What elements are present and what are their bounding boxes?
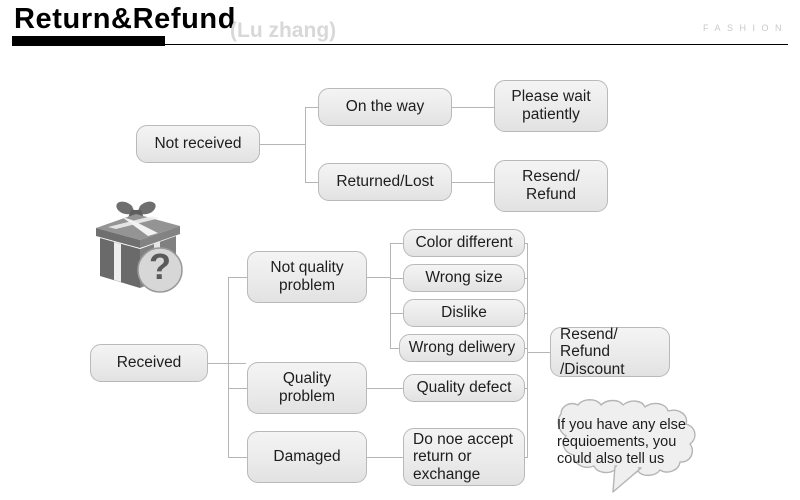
header-divider-block: [12, 36, 165, 46]
node-do-not-accept-return[interactable]: Do noe accept return or exchange: [403, 428, 525, 486]
page-subtitle: (Lu zhang): [230, 19, 337, 42]
connector-received-branch-3: [228, 457, 247, 458]
connector-on-the-way-outcome: [452, 107, 494, 108]
connector-not-received-branch-2: [305, 182, 318, 183]
node-wrong-deliwery[interactable]: Wrong deliwery: [399, 334, 525, 362]
connector-received-branch-1: [228, 277, 247, 278]
connector-received-stem: [208, 363, 246, 364]
node-resend-refund[interactable]: Resend/ Refund: [494, 160, 608, 212]
connector-outcome-tap-dislike: [525, 313, 528, 314]
node-on-the-way[interactable]: On the way: [318, 88, 452, 126]
connector-damaged-policy: [367, 457, 403, 458]
svg-text:?: ?: [149, 246, 171, 287]
note-speech-bubble: If you have any else requioements, you c…: [543, 398, 709, 494]
connector-outcome-tap-damaged: [525, 457, 528, 458]
node-resend-refund-discount[interactable]: Resend/ Refund /Discount: [550, 326, 670, 378]
node-received[interactable]: Received: [90, 344, 208, 382]
connector-not-quality-stem: [367, 277, 390, 278]
node-not-quality-problem[interactable]: Not quality problem: [247, 251, 367, 303]
node-quality-problem[interactable]: Quality problem: [247, 362, 367, 414]
node-dislike[interactable]: Dislike: [403, 299, 525, 327]
connector-outcome-tap-quality-defect: [525, 388, 528, 389]
node-quality-defect[interactable]: Quality defect: [403, 374, 525, 402]
connector-reason-wrong-deliwery: [390, 348, 403, 349]
node-damaged[interactable]: Damaged: [247, 431, 367, 483]
connector-not-received-stem: [260, 144, 305, 145]
node-not-received[interactable]: Not received: [136, 125, 260, 163]
page-title: Return&Refund: [14, 3, 237, 35]
brand-label: FASHION: [702, 23, 788, 33]
connector-not-received-spine: [305, 107, 306, 182]
connector-reason-wrong-size: [390, 278, 403, 279]
note-text: If you have any else requioements, you c…: [557, 417, 686, 467]
connector-outcome-tap-wrong-size: [525, 278, 528, 279]
connector-received-branch-2: [228, 388, 247, 389]
connector-quality-defect: [367, 388, 403, 389]
node-returned-lost[interactable]: Returned/Lost: [318, 163, 452, 201]
connector-reason-color-different: [390, 243, 403, 244]
connector-outcome-stem: [527, 352, 550, 353]
connector-outcome-spine: [527, 243, 528, 457]
connector-received-spine: [228, 277, 229, 457]
node-please-wait-patiently[interactable]: Please wait patiently: [494, 80, 608, 132]
connector-outcome-tap-color-different: [525, 243, 528, 244]
page-header: Return&Refund (Lu zhang) FASHION: [0, 0, 800, 58]
connector-reason-dislike: [390, 313, 403, 314]
connector-not-received-branch-1: [305, 107, 318, 108]
connector-outcome-tap-wrong-deliwery: [525, 348, 528, 349]
node-color-different[interactable]: Color different: [403, 229, 525, 257]
connector-not-quality-spine: [390, 243, 391, 348]
connector-returned-lost-outcome: [452, 182, 494, 183]
header-divider-line: [12, 44, 788, 45]
node-wrong-size[interactable]: Wrong size: [403, 264, 525, 292]
gift-box-question-icon: ?: [88, 196, 192, 294]
